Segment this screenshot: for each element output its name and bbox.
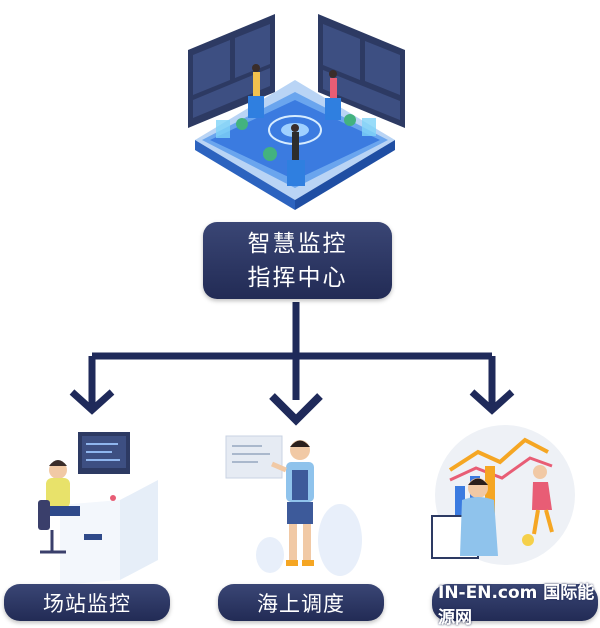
station-monitoring-node: 场站监控 — [4, 584, 170, 621]
watermark: IN-EN.com 国际能源网 — [438, 583, 600, 628]
connector-lines — [69, 302, 515, 426]
maritime-dispatch-label: 海上调度 — [257, 591, 345, 616]
center-arrowhead — [269, 393, 323, 426]
analytics-illustration — [431, 425, 575, 565]
maritime-dispatch-illustration — [225, 435, 362, 576]
command-center-label-line2: 指挥中心 — [247, 264, 348, 291]
right-arrowhead — [469, 389, 515, 415]
maritime-dispatch-node: 海上调度 — [218, 584, 384, 621]
command-center-illustration — [188, 14, 405, 210]
station-monitoring-illustration — [38, 432, 158, 585]
command-center-label-line1: 智慧监控 — [247, 230, 348, 257]
third-branch-node — [432, 584, 598, 621]
command-center-node: 智慧监控 指挥中心 — [203, 222, 392, 299]
watermark-text: IN-EN.com 国际能源网 — [438, 582, 595, 628]
left-arrowhead — [69, 389, 115, 415]
station-monitoring-label: 场站监控 — [43, 591, 131, 616]
